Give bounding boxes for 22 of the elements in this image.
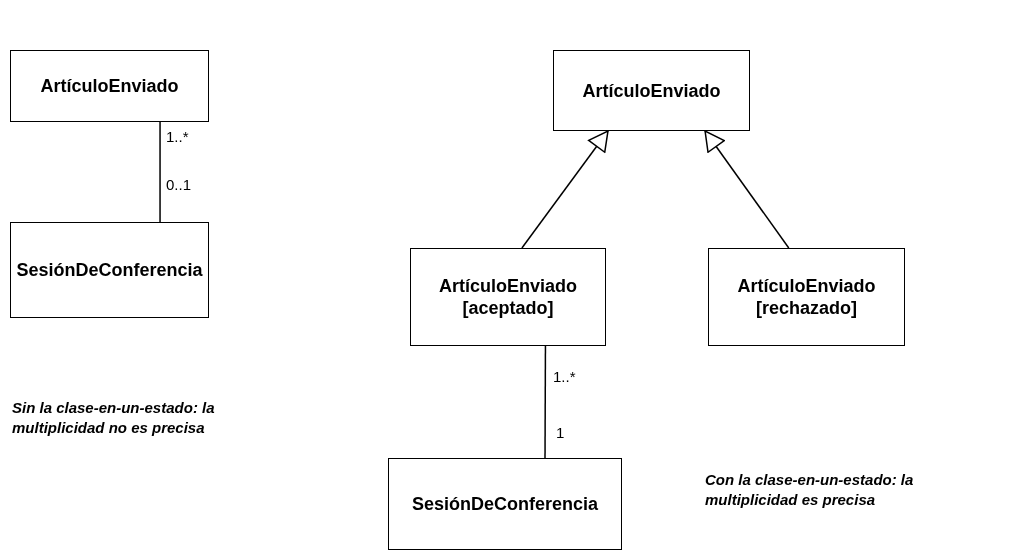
class-name: ArtículoEnviado [rechazado]	[736, 275, 877, 319]
class-name: SesiónDeConferencia	[411, 493, 599, 515]
association-line	[159, 121, 161, 223]
class-name: SesiónDeConferencia	[16, 259, 203, 281]
class-name: ArtículoEnviado	[40, 75, 179, 97]
class-name: ArtículoEnviado	[582, 79, 721, 102]
class-box	[10, 50, 209, 122]
multiplicity-label: 0..1	[166, 176, 192, 193]
note-text: Con la clase-en-un-estado: la multiplicidad es precisa	[705, 470, 915, 510]
multiplicity-label: 1..*	[166, 128, 189, 145]
class-box	[553, 50, 750, 131]
multiplicity-label: 1..*	[553, 368, 576, 385]
note-text: Sin la clase-en-un-estado: la multiplicidad no es precisa	[12, 398, 216, 438]
class-box	[388, 458, 622, 550]
generalization-arrow	[704, 130, 790, 249]
class-box	[410, 248, 606, 346]
association-line	[544, 345, 547, 459]
class-box	[708, 248, 905, 346]
class-name: ArtículoEnviado [aceptado]	[438, 275, 578, 319]
class-box	[10, 222, 209, 318]
generalization-arrow	[521, 130, 609, 249]
multiplicity-label: 1	[556, 424, 565, 441]
